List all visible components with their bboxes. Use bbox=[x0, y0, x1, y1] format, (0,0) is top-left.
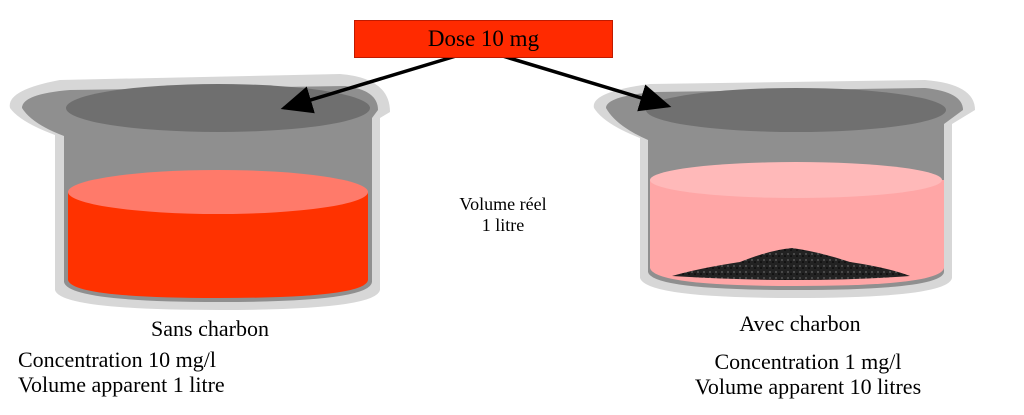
left-apparent-volume: Volume apparent 1 litre bbox=[18, 372, 225, 397]
right-apparent-volume: Volume apparent 10 litres bbox=[694, 374, 922, 399]
charcoal-pile-icon bbox=[672, 248, 910, 280]
left-beaker-title: Sans charbon bbox=[151, 316, 269, 341]
right-beaker-stats: Concentration 1 mg/l Volume apparent 10 … bbox=[695, 349, 921, 399]
right-beaker bbox=[593, 80, 975, 298]
left-beaker-opening bbox=[66, 84, 370, 132]
left-liquid-surface bbox=[68, 170, 368, 214]
real-volume-line2: 1 litre bbox=[481, 215, 525, 235]
right-beaker-opening bbox=[646, 88, 946, 132]
real-volume-line1: Volume réel bbox=[459, 194, 547, 214]
arrow-icon bbox=[280, 54, 457, 114]
arrow-icon bbox=[495, 52, 672, 112]
real-volume-label: Volume réel 1 litre bbox=[459, 194, 546, 236]
right-liquid-surface bbox=[650, 162, 942, 198]
right-concentration: Concentration 1 mg/l bbox=[714, 349, 902, 374]
right-liquid bbox=[650, 180, 944, 286]
dose-box: Dose 10 mg bbox=[354, 20, 613, 58]
left-concentration: Concentration 10 mg/l bbox=[18, 347, 216, 372]
right-beaker-title: Avec charbon bbox=[739, 311, 861, 336]
dose-label: Dose 10 mg bbox=[427, 26, 540, 51]
left-beaker bbox=[9, 74, 390, 310]
left-beaker-stats: Concentration 10 mg/l Volume apparent 1 … bbox=[18, 347, 225, 397]
left-liquid bbox=[68, 192, 368, 298]
